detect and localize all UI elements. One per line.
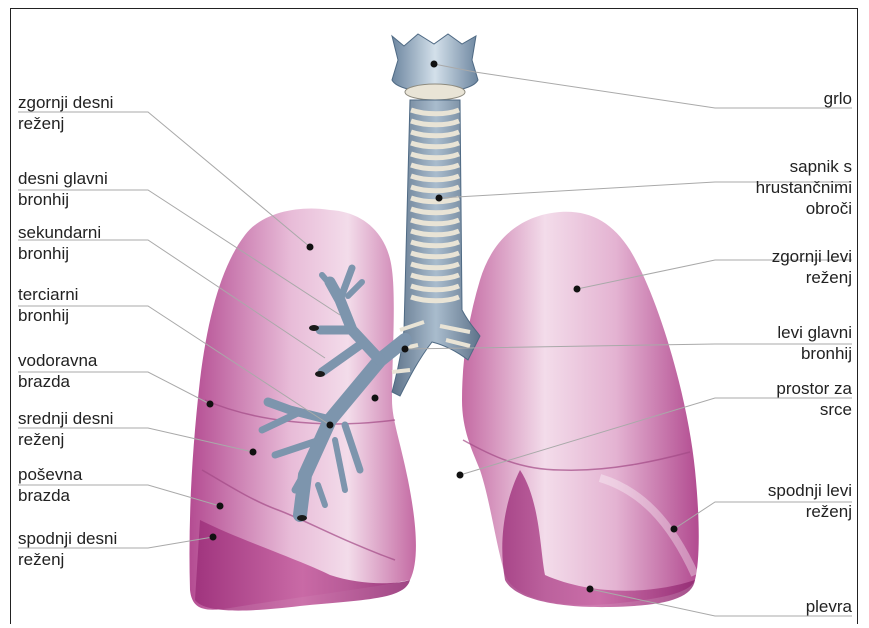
- label-desni-glavni-bronhij: desni glavni bronhij: [18, 168, 108, 210]
- dot-prostor: [457, 472, 464, 479]
- label-posevna-brazda: poševna brazda: [18, 464, 82, 506]
- dot-terciarni: [327, 422, 334, 429]
- label-prostor-za-srce: prostor za srce: [776, 378, 852, 420]
- label-spodnji-levi-rezenj: spodnji levi reženj: [768, 480, 852, 522]
- label-plevra: plevra: [806, 596, 852, 617]
- cartilage-ring: [392, 370, 410, 372]
- label-srednji-desni-rezenj: srednji desni reženj: [18, 408, 113, 450]
- bronchus-end: [315, 371, 325, 377]
- label-terciarni-bronhij: terciarni bronhij: [18, 284, 78, 326]
- cricoid-ring: [405, 84, 465, 100]
- dot-grlo: [431, 61, 438, 68]
- label-levi-glavni-bronhij: levi glavni bronhij: [777, 322, 852, 364]
- dot-posevna: [217, 503, 224, 510]
- label-vodoravna-brazda: vodoravna brazda: [18, 350, 97, 392]
- label-sapnik: sapnik s hrustančnimi obroči: [756, 156, 852, 219]
- dot-plevra: [587, 586, 594, 593]
- label-sekundarni-bronhij: sekundarni bronhij: [18, 222, 101, 264]
- dot-bronchus: [372, 395, 379, 402]
- label-grlo: grlo: [824, 88, 852, 109]
- label-spodnji-desni-rezenj: spodnji desni reženj: [18, 528, 117, 570]
- leader-grlo: [434, 64, 852, 108]
- dot-zgornji-desni: [307, 244, 314, 251]
- dot-spodnji-levi: [671, 526, 678, 533]
- bronchus-end: [309, 325, 319, 331]
- bronchus-end: [297, 515, 307, 521]
- dot-vodoravna: [207, 401, 214, 408]
- dot-srednji: [250, 449, 257, 456]
- dot-sapnik: [436, 195, 443, 202]
- dot-zgornji-levi: [574, 286, 581, 293]
- label-zgornji-levi-rezenj: zgornji levi reženj: [772, 246, 852, 288]
- dot-spodnji-desni: [210, 534, 217, 541]
- label-zgornji-desni-rezenj: zgornji desni reženj: [18, 92, 113, 134]
- dot-levi-glavni: [402, 346, 409, 353]
